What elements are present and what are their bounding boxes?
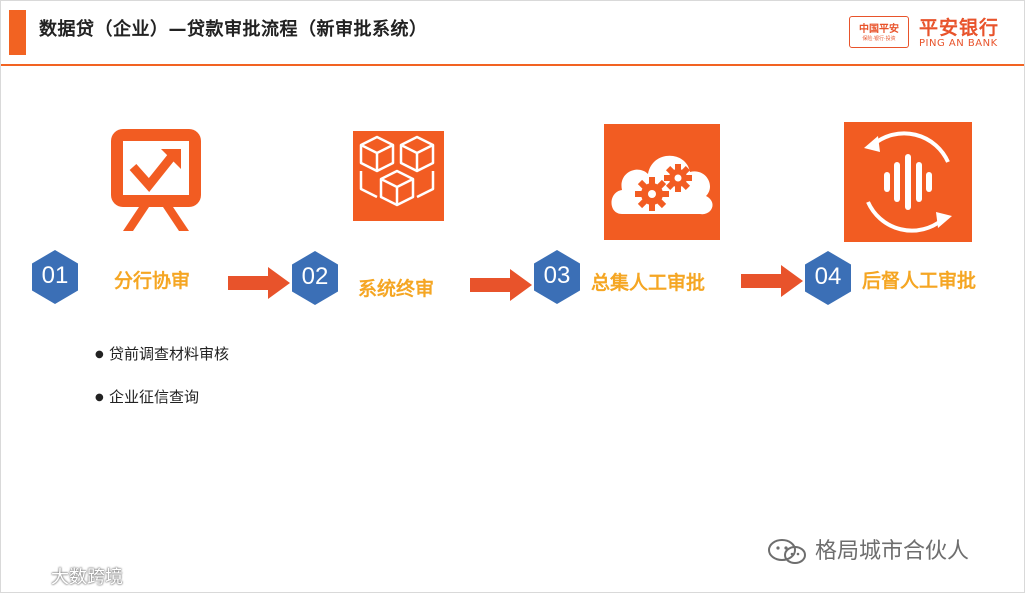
watermark-wechat: 格局城市合伙人 <box>767 533 969 566</box>
arrow-right-icon <box>470 269 532 301</box>
step-03-number: 03 <box>543 262 571 289</box>
bullet-text: 贷前调查材料审核 <box>109 345 230 363</box>
wechat-icon <box>768 539 806 564</box>
brand-mark-icon <box>7 568 45 586</box>
presentation-chart-icon <box>111 129 201 231</box>
step-01-number: 01 <box>41 262 69 289</box>
step-01-badge: 01 <box>32 250 78 304</box>
bullet-list: ● 贷前调查材料审核 ● 企业征信查询 <box>95 343 229 429</box>
step-02-label: 系统终审 <box>358 278 435 300</box>
step-04-number: 04 <box>814 263 842 290</box>
logo-badge: 中国平安 保险·银行·投资 <box>849 16 909 48</box>
step-04-badge: 04 <box>805 251 851 305</box>
step-03-badge: 03 <box>534 250 580 304</box>
arrow-right-icon <box>741 265 803 297</box>
arrow-right-icon <box>228 267 290 299</box>
title-accent-bar <box>9 10 26 55</box>
step-02-number: 02 <box>301 263 329 290</box>
watermark-right-text: 格局城市合伙人 <box>815 539 970 564</box>
step-01-label: 分行协审 <box>114 270 191 292</box>
step-03-label: 总集人工审批 <box>591 272 706 294</box>
bullet-item: ● 贷前调查材料审核 <box>95 343 229 364</box>
ping-an-bank-logo: 中国平安 保险·银行·投资 平安银行 PING AN BANK <box>849 13 1017 53</box>
header-divider <box>1 64 1024 66</box>
bullet-dot-icon: ● <box>95 349 104 360</box>
logo-badge-subtext: 保险·银行·投资 <box>862 36 896 42</box>
step-02-badge: 02 <box>292 251 338 305</box>
logo-badge-text: 中国平安 <box>859 24 899 35</box>
step-04-label: 后督人工审批 <box>862 270 977 292</box>
page-title: 数据贷（企业）—贷款审批流程（新审批系统） <box>39 19 428 40</box>
stacked-cubes-icon <box>353 131 444 221</box>
watermark-left-text: 大数跨境 <box>51 567 123 588</box>
bullet-text: 企业征信查询 <box>109 388 200 406</box>
bullet-item: ● 企业征信查询 <box>95 386 229 407</box>
logo-name-en: PING AN BANK <box>919 38 998 49</box>
cloud-gears-icon <box>604 124 720 240</box>
logo-name-cn: 平安银行 <box>919 17 1000 39</box>
sync-equalizer-icon <box>844 122 972 242</box>
bullet-dot-icon: ● <box>95 392 104 403</box>
watermark-left: 大数跨境 <box>7 563 123 590</box>
